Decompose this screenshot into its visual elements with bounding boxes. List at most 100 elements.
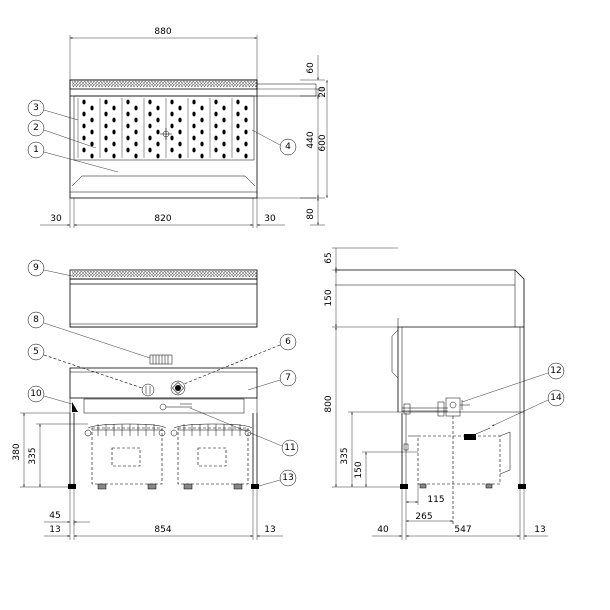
- burner-hole: [148, 135, 152, 141]
- burner-hole: [82, 99, 86, 105]
- burner-hole: [192, 111, 196, 117]
- burner-hole: [134, 141, 138, 147]
- callout-2: 2: [27, 119, 97, 149]
- top-unit-body: [69, 79, 258, 199]
- callout-8: 8: [27, 311, 151, 359]
- broiler-housing: [69, 278, 258, 328]
- burner-hole: [104, 123, 108, 129]
- svg-text:14: 14: [550, 393, 562, 403]
- svg-text:4: 4: [285, 142, 291, 152]
- svg-text:6: 6: [285, 337, 291, 347]
- svg-text:9: 9: [33, 263, 39, 273]
- burner-hole: [156, 153, 160, 159]
- dim-600: 600: [318, 134, 328, 151]
- callout-6: 6: [183, 333, 297, 385]
- drawer-handle: [159, 403, 192, 411]
- burner-holes: [77, 98, 248, 159]
- side-shelf: [257, 83, 317, 97]
- foot-left: [68, 484, 76, 489]
- callout-12: 12: [461, 362, 565, 403]
- dim-380: 380: [12, 443, 22, 460]
- svg-text:12: 12: [550, 366, 561, 376]
- gas-cross-icon: [160, 128, 172, 140]
- burner-hole: [126, 123, 130, 129]
- svg-text:13: 13: [282, 473, 293, 483]
- burner-hole: [156, 117, 160, 123]
- burner-hole: [104, 111, 108, 117]
- water-tank-right: [170, 423, 253, 490]
- dim-115: 115: [427, 495, 444, 505]
- drip-tray: [71, 175, 256, 187]
- callout-13: 13: [258, 469, 297, 487]
- burner-hole: [244, 141, 248, 147]
- burner-hole: [222, 141, 226, 147]
- burner-hole: [192, 135, 196, 141]
- svg-text:7: 7: [285, 373, 291, 383]
- dim-40: 40: [377, 525, 389, 535]
- dim-265: 265: [415, 512, 432, 522]
- burner-hole: [156, 129, 160, 135]
- burner-hole: [82, 123, 86, 129]
- burner-hole: [214, 123, 218, 129]
- foot-right: [251, 484, 259, 489]
- burner-hole: [236, 123, 240, 129]
- callout-5: 5: [27, 343, 143, 389]
- dim-335-side: 335: [340, 447, 350, 464]
- dim-800: 800: [324, 395, 334, 412]
- burner-hole: [104, 135, 108, 141]
- dim-30-left: 30: [50, 214, 62, 224]
- burner-hole: [82, 147, 86, 153]
- dim-150-bottom: 150: [354, 461, 364, 478]
- callout-11: 11: [189, 407, 299, 457]
- side-water-tank: [403, 427, 511, 489]
- side-top-shelf: [335, 269, 525, 327]
- burner-hole: [178, 105, 182, 111]
- burner-hole: [200, 141, 204, 147]
- burner-hole: [170, 123, 174, 129]
- burner-hole: [200, 117, 204, 123]
- burner-hole: [90, 105, 94, 111]
- burner-hole: [214, 99, 218, 105]
- dim-547: 547: [454, 525, 471, 535]
- burner-hole: [178, 153, 182, 159]
- burner-hole: [200, 129, 204, 135]
- burner-hole: [112, 105, 116, 111]
- burner-hole: [244, 117, 248, 123]
- burner-hole: [156, 141, 160, 147]
- dim-820: 820: [154, 214, 171, 224]
- burner-hole: [244, 105, 248, 111]
- burner-hole: [156, 105, 160, 111]
- dim-13-right: 13: [264, 525, 275, 535]
- callout-9: 9: [27, 259, 73, 277]
- callout-10: 10: [27, 385, 73, 405]
- burner-hole: [236, 147, 240, 153]
- burner-panel: [73, 95, 255, 161]
- burner-hole: [104, 99, 108, 105]
- dim-60: 60: [306, 62, 316, 74]
- callout-4: 4: [251, 129, 297, 156]
- callout-1: 1: [27, 141, 119, 173]
- burner-hole: [112, 141, 116, 147]
- svg-text:2: 2: [33, 123, 39, 133]
- drawer-front: [83, 398, 245, 414]
- svg-text:3: 3: [33, 103, 39, 113]
- front-view-bottom: 380 335 45 13 854 13 9 8 5: [12, 259, 299, 540]
- burner-hole: [112, 117, 116, 123]
- burner-hole: [236, 99, 240, 105]
- burner-hole: [214, 147, 218, 153]
- gas-inlet-pipe: [402, 397, 470, 417]
- burner-hole: [90, 153, 94, 159]
- burner-hole: [90, 129, 94, 135]
- burner-hole: [214, 111, 218, 117]
- burner-hole: [192, 123, 196, 129]
- front-view-top: 880 30 820 30 60 20 440 600 80 3: [27, 27, 328, 228]
- svg-text:8: 8: [33, 315, 39, 325]
- burner-hole: [126, 147, 130, 153]
- dim-80: 80: [306, 208, 316, 220]
- side-view: 65 150 800 335 150 115 265 40 547 13 12 …: [324, 247, 565, 540]
- callout-3: 3: [27, 99, 79, 121]
- burner-hole: [170, 99, 174, 105]
- control-panel: [69, 367, 258, 399]
- burner-hole: [148, 111, 152, 117]
